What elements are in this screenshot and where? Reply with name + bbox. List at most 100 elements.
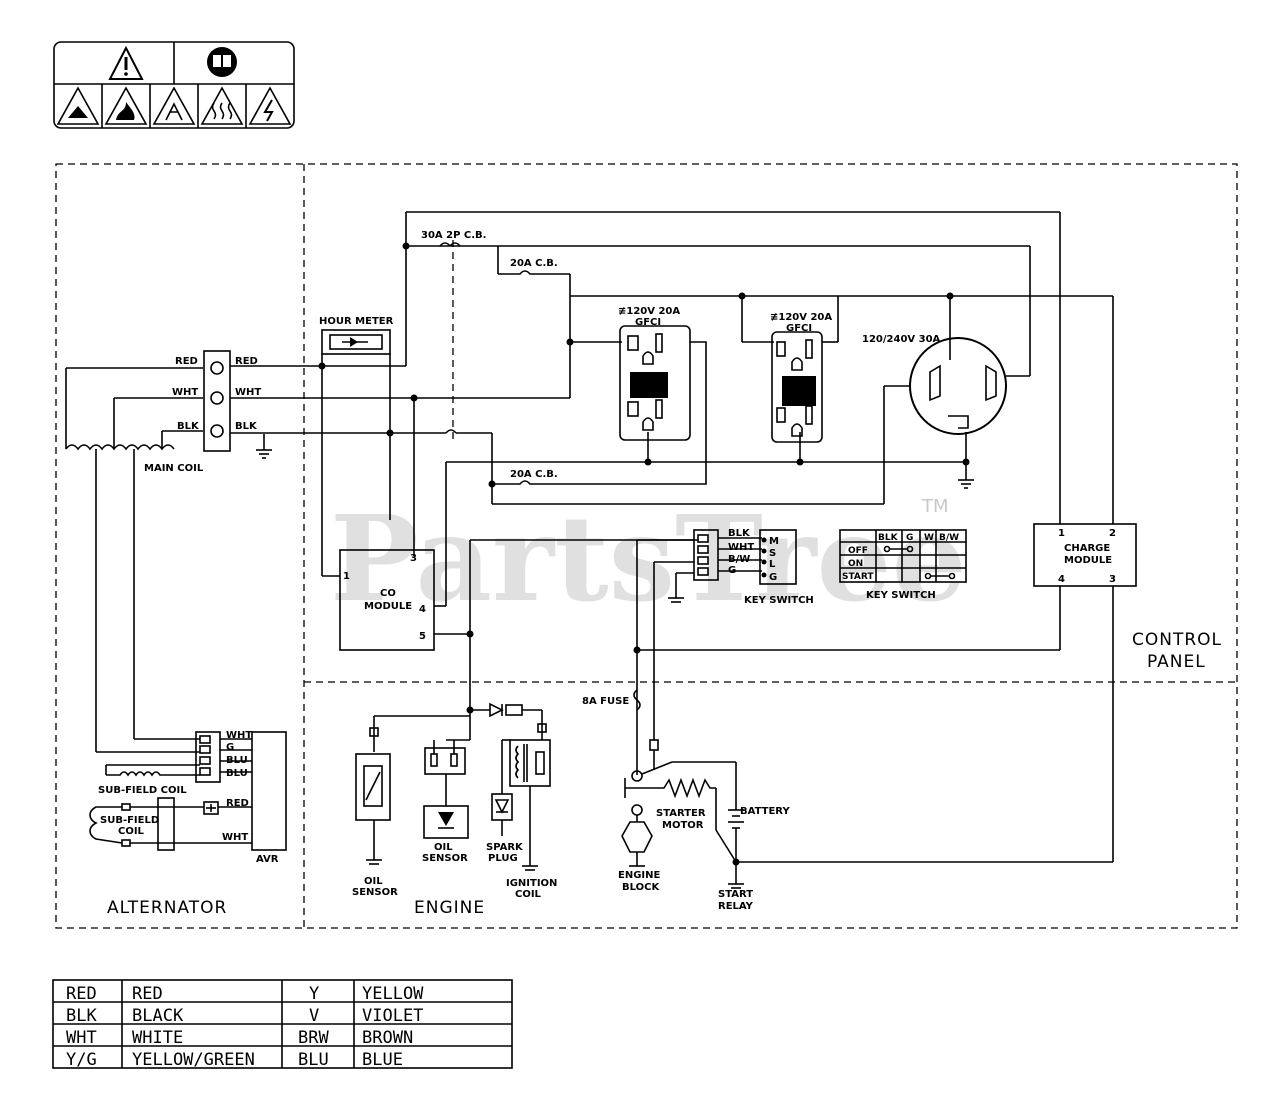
gfci2-rating: ≢120V 20A (770, 312, 832, 323)
legend-color: BROWN (362, 1028, 413, 1048)
ks-table-header-blk: BLK (878, 533, 899, 543)
legend-code: BRW (298, 1028, 329, 1048)
cm-pin-1: 1 (1058, 528, 1065, 539)
legend-row-3: Y/G YELLOW/GREEN BLU BLUE (66, 1050, 403, 1070)
start-relay-label-2: RELAY (718, 901, 754, 912)
sub-field-coil-label-2a: SUB-FIELD (100, 815, 159, 826)
control-panel-label-line2: PANEL (1147, 652, 1206, 672)
hot-surface-icon (200, 86, 244, 125)
cm-pin-2: 2 (1109, 528, 1116, 539)
avr-label: AVR (256, 854, 279, 865)
oil-sensor-2-label-2: SENSOR (422, 853, 468, 864)
avr-wire-blu-2: BLU (226, 768, 248, 779)
gfci-outlet-1 (619, 325, 691, 441)
co-pin-4: 4 (419, 604, 426, 615)
legend-color: BLUE (362, 1050, 403, 1070)
ks-table-row-on: ON (848, 559, 863, 569)
read-manual-icon (207, 47, 237, 77)
main-coil-label: MAIN COIL (144, 463, 204, 474)
oil-sensor-2-label-1: OIL (434, 842, 453, 853)
key-switch-label-2: KEY SWITCH (866, 590, 936, 601)
terminal-wht-right: WHT (235, 387, 261, 398)
engine-block-label-1: ENGINE (618, 870, 660, 881)
legend-color: WHITE (132, 1028, 183, 1048)
ks-term-g: G (769, 572, 777, 583)
ks-wire-wht: WHT (728, 542, 754, 553)
avr-wire-g: G (226, 742, 234, 753)
key-switch-connector (636, 529, 797, 775)
engine-section-label: ENGINE (414, 898, 485, 918)
ks-table-header-w: W (924, 533, 934, 543)
starter-motor-label-1: STARTER (656, 808, 706, 819)
ks-table-header-bw: B/W (939, 533, 959, 543)
section-borders (55, 163, 1238, 929)
main-coil (65, 367, 203, 752)
ks-table-header-g: G (906, 533, 913, 543)
electric-shock-icon (248, 86, 292, 125)
avr-wire-wht-2: WHT (222, 832, 248, 843)
gfci2-label: GFCI (786, 323, 812, 334)
legend-code: Y (309, 984, 319, 1004)
warning-icons-panel (53, 41, 295, 129)
ks-table-row-off: OFF (848, 546, 868, 556)
ks-term-s: S (769, 548, 776, 559)
starter-motor-label-2: MOTOR (662, 820, 704, 831)
legend-code: RED (66, 984, 97, 1004)
ks-wire-bw: B/W (728, 554, 750, 565)
legend-row-1: BLK BLACK V VIOLET (66, 1006, 423, 1026)
starter-battery-circuit (621, 689, 744, 889)
co-pin-3: 3 (410, 553, 417, 564)
avr-wire-wht: WHT (226, 730, 252, 741)
co-module-label-2: MODULE (364, 601, 412, 612)
outlet-240-label: 120/240V 30A (862, 334, 941, 345)
co-pin-1: 1 (343, 571, 350, 582)
alternator-section-label: ALTERNATOR (107, 898, 227, 918)
ks-term-m: M (769, 536, 779, 547)
ignition-coil-label-2: COIL (515, 889, 542, 900)
legend-color: VIOLET (362, 1006, 423, 1026)
legend-code: BLU (298, 1050, 329, 1070)
ignition-coil-label-1: IGNITION (506, 878, 557, 889)
warning-triangle-icon (108, 45, 144, 80)
charge-module-label-1: CHARGE (1064, 543, 1110, 554)
cb-30a-label: 30A 2P C.B. (421, 230, 486, 241)
ks-term-l: L (769, 559, 776, 570)
gfci1-rating: ≢120V 20A (618, 306, 680, 317)
ks-wire-blk: BLK (728, 528, 751, 539)
terminal-blk-right: BLK (235, 421, 258, 432)
engine-components (355, 702, 551, 871)
spark-plug-label-1: SPARK (486, 842, 524, 853)
engine-block-label-2: BLOCK (622, 882, 660, 893)
oil-sensor-1-label-2: SENSOR (352, 887, 398, 898)
legend-color: YELLOW/GREEN (132, 1050, 255, 1070)
legend-color: BLACK (132, 1006, 184, 1026)
main-wiring (230, 211, 1114, 607)
legend-code: BLK (66, 1006, 97, 1026)
junction-dots (318, 242, 970, 866)
sub-field-coil-label-1: SUB-FIELD COIL (98, 785, 187, 796)
cb-20a-bottom-label: 20A C.B. (510, 469, 558, 480)
legend-color: YELLOW (362, 984, 424, 1004)
cb-20a-top-label: 20A C.B. (510, 258, 558, 269)
avr-wire-blu-1: BLU (226, 755, 248, 766)
legend-row-0: RED RED Y YELLOW (66, 984, 424, 1004)
terminal-blk-left: BLK (177, 421, 200, 432)
watermark: PartsTree (330, 489, 967, 628)
key-switch-label-1: KEY SWITCH (744, 595, 814, 606)
terminal-block (203, 350, 231, 452)
legend-code: Y/G (66, 1050, 97, 1070)
legend-code: WHT (66, 1028, 97, 1048)
avr-circuit (89, 731, 287, 851)
cm-pin-4: 4 (1058, 574, 1065, 585)
ks-table-row-start: START (842, 572, 874, 582)
terminal-red-right: RED (235, 356, 258, 367)
flammable-hazard-icon (152, 86, 196, 125)
color-legend-table (52, 979, 513, 1069)
fire-hazard-icon (104, 86, 148, 125)
oil-sensor-1-label-1: OIL (364, 876, 383, 887)
gfci1-label: GFCI (635, 317, 661, 328)
watermark-tm: TM (921, 496, 949, 517)
legend-code: V (309, 1006, 319, 1026)
gfci-outlet-2 (771, 331, 823, 443)
